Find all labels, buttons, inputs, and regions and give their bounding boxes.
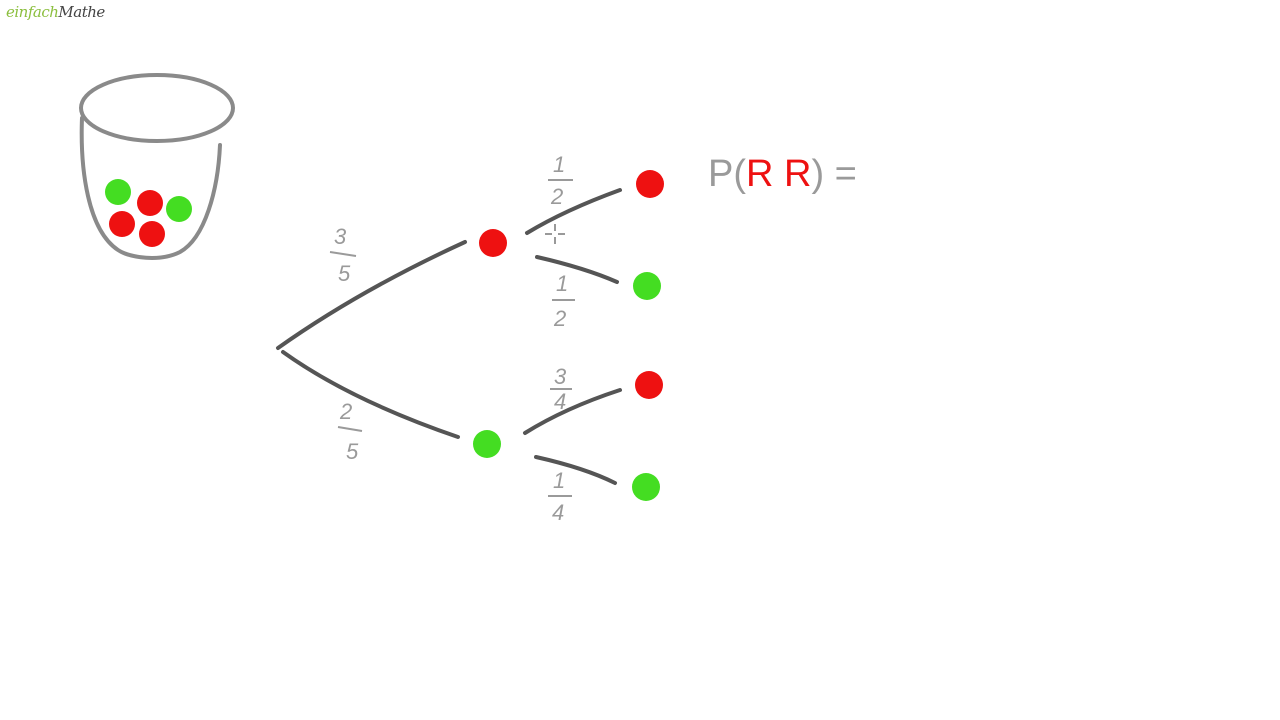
- crosshair-cursor-icon: [545, 224, 565, 244]
- fraction-bar: [337, 426, 363, 432]
- node-first-red: [479, 229, 507, 257]
- fraction-denominator: 2: [550, 184, 563, 209]
- branch-root-green: [281, 350, 460, 439]
- fraction-label-1-4: 1 4: [548, 468, 572, 525]
- fraction-label-2-5: 2 5: [337, 399, 363, 464]
- fraction-numerator: 2: [339, 399, 352, 424]
- formula-suffix: ) =: [811, 153, 856, 195]
- brand-logo: einfachMathe: [6, 3, 105, 21]
- branch-green-red: [523, 388, 622, 435]
- fraction-denominator: 4: [554, 389, 566, 414]
- fraction-label-3-5: 3 5: [329, 224, 357, 286]
- fraction-label-1-2-upper: 1 2: [548, 152, 573, 209]
- fraction-denominator: 2: [553, 306, 566, 331]
- branch-root-red: [276, 240, 467, 350]
- fraction-numerator: 1: [553, 152, 565, 177]
- probability-formula: P(R R) =: [708, 153, 857, 195]
- branch-green-green: [534, 455, 617, 485]
- urn-ball-red-2: [109, 211, 135, 237]
- node-first-green: [473, 430, 501, 458]
- logo-part-mathe: Mathe: [58, 3, 105, 21]
- node-red-red: [636, 170, 664, 198]
- node-green-green: [632, 473, 660, 501]
- fraction-label-1-2-lower: 1 2: [552, 271, 575, 331]
- urn: [79, 73, 235, 260]
- node-red-green: [633, 272, 661, 300]
- fraction-numerator: 3: [554, 364, 567, 389]
- urn-ball-red-1: [137, 190, 163, 216]
- fraction-numerator: 1: [553, 468, 565, 493]
- fraction-bar: [329, 251, 357, 257]
- fraction-denominator: 5: [346, 439, 359, 464]
- formula-prefix: P(: [708, 153, 746, 195]
- fraction-label-3-4: 3 4: [550, 364, 572, 414]
- fraction-denominator: 5: [338, 261, 351, 286]
- urn-ball-green-2: [166, 196, 192, 222]
- branch-red-green: [535, 255, 619, 284]
- urn-ball-red-3: [139, 221, 165, 247]
- fraction-numerator: 3: [334, 224, 347, 249]
- fraction-denominator: 4: [552, 500, 564, 525]
- urn-body: [79, 116, 222, 260]
- urn-ball-green-1: [105, 179, 131, 205]
- node-green-red: [635, 371, 663, 399]
- urn-rim: [79, 73, 235, 143]
- logo-part-einfach: einfach: [6, 3, 59, 21]
- formula-event: R R: [746, 153, 811, 195]
- fraction-numerator: 1: [556, 271, 568, 296]
- branch-red-red: [525, 188, 622, 235]
